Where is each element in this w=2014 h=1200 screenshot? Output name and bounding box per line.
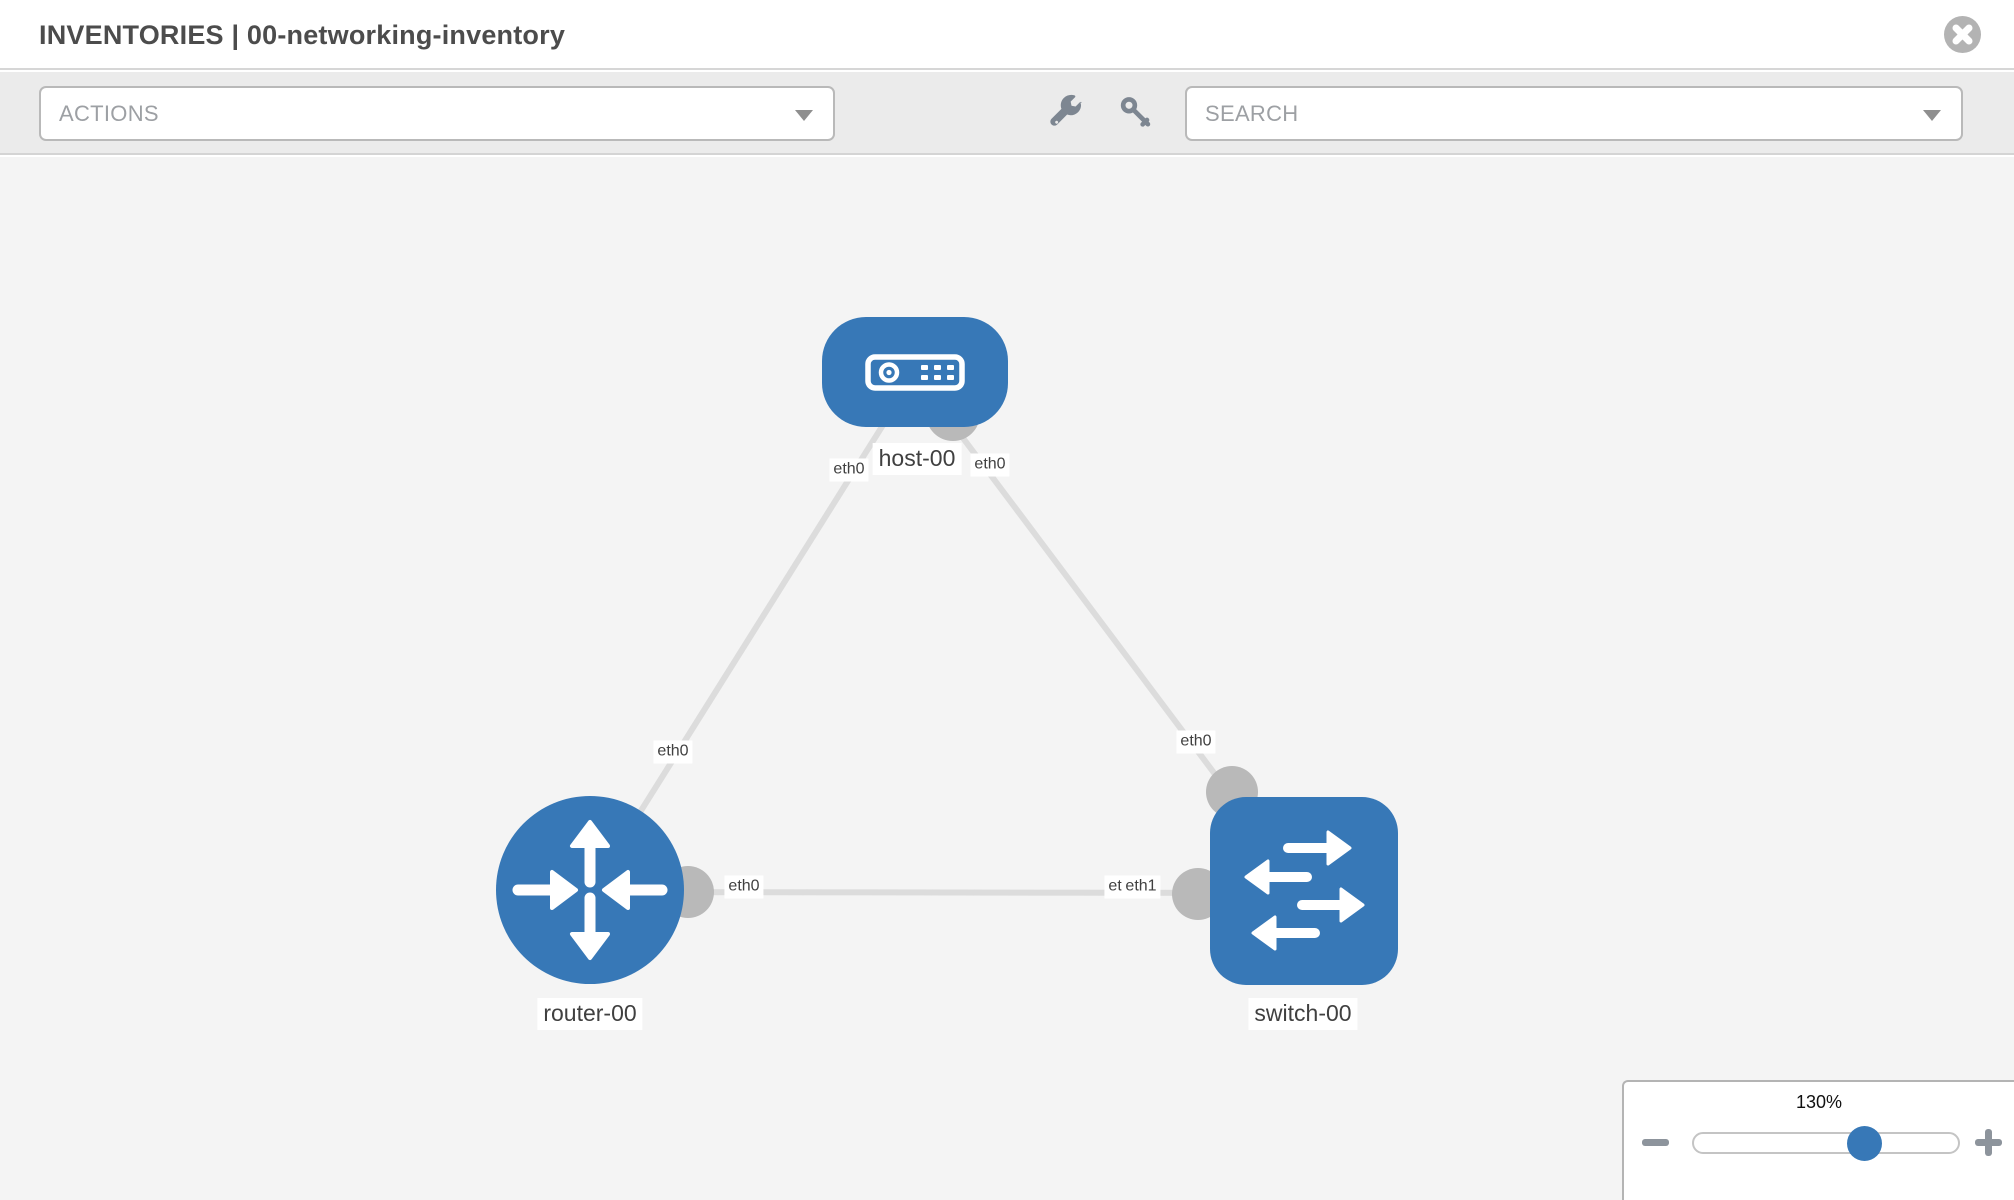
links-layer [587,372,1307,920]
actions-dropdown-label: ACTIONS [59,101,159,126]
tools-button[interactable] [1039,85,1095,141]
close-button[interactable] [1944,16,1981,53]
zoom-out-button[interactable] [1639,1126,1671,1158]
search-dropdown-label: SEARCH [1205,101,1299,126]
chevron-down-icon [795,110,813,121]
zoom-in-button[interactable] [1972,1126,2004,1158]
credentials-button[interactable] [1107,85,1163,141]
page-title: INVENTORIES | 00-networking-inventory [39,20,566,50]
zoom-slider-thumb[interactable] [1847,1126,1882,1161]
minus-icon [1641,1138,1669,1146]
toolbar: ACTIONS SEARCH [0,72,2014,155]
iface-label: eth1 [1121,875,1161,899]
iface-label: eth0 [1176,730,1216,754]
zoom-slider-track[interactable] [1692,1132,1960,1154]
node-switch-00[interactable] [1210,797,1398,985]
node-router-00[interactable] [496,796,684,984]
header-bar: INVENTORIES | 00-networking-inventory [0,0,2014,70]
iface-label: eth0 [829,458,869,482]
node-label-host: host-00 [872,443,962,475]
search-dropdown[interactable]: SEARCH [1185,86,1963,141]
iface-label: eth0 [653,740,693,764]
iface-label: eth0 [970,453,1010,477]
topology-canvas[interactable]: host-00 router-00 switch-00 eth0 eth0 et… [0,157,2014,1200]
chevron-down-icon [1923,110,1941,121]
zoom-panel: 130% [1622,1080,2014,1200]
node-host-00[interactable] [822,317,1008,427]
node-label-router: router-00 [537,998,643,1030]
key-icon [1117,93,1153,134]
wrench-icon [1049,93,1085,134]
actions-dropdown[interactable]: ACTIONS [39,86,835,141]
zoom-percent: 130% [1795,1092,1843,1112]
iface-label: eth0 [724,875,764,899]
node-label-switch: switch-00 [1248,998,1358,1030]
